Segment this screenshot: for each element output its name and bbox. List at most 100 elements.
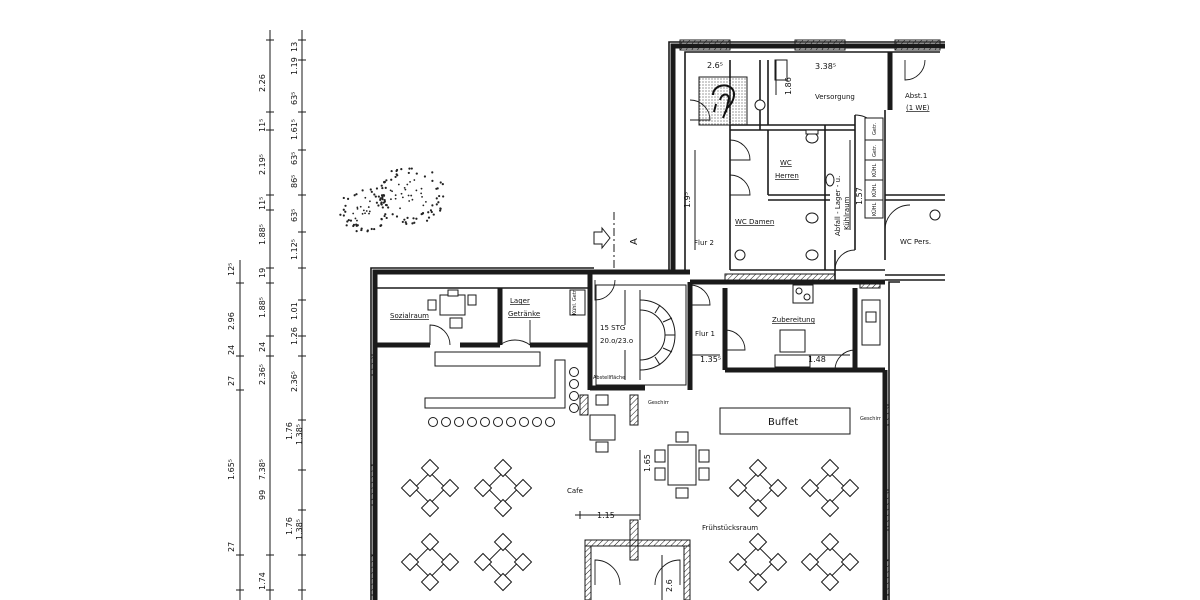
bar-stool [532,417,542,427]
center-tables [589,394,710,499]
label-geschirr-2: Geschirr [860,416,882,422]
bar-stool [493,417,503,427]
bar-stool [428,417,438,427]
cafe-tables [400,458,533,592]
dim-col2-10: 7.38⁵ [258,459,267,480]
bar-stool [545,417,555,427]
label-abstellfl: Abstellfläche [593,375,625,381]
dim-col3-6: 86⁵ [290,175,299,188]
dim-col2-6: 19 [258,268,267,278]
table-set [728,458,788,518]
dim-2-6: 2.6 [665,579,674,592]
bar-stool [569,391,579,401]
dim-col3-17: 1.38⁵ [295,519,304,540]
label-lager: Lager [510,297,530,305]
label-abst2: (1 WE) [906,104,930,112]
table-set [400,532,460,592]
label-flur2: Flur 2 [694,239,714,247]
table-set [728,532,788,592]
dim-1-95: 1.9⁵ [683,192,692,208]
table-set [400,458,460,518]
svg-text:KÜHL: KÜHL [871,183,878,197]
label-cafe: Cafe [567,487,583,495]
bar-stool [441,417,451,427]
table-set [800,532,860,592]
dim-col3-15: 1.38⁵ [295,424,304,445]
bar-stool [454,417,464,427]
svg-text:KÜHL: KÜHL [871,163,878,177]
dim-1-65: 1.65 [643,454,652,472]
dimension-columns: 12⁵ 2.96 24 27 1.65⁵ 27 1.19 2.26 11⁵ 2.… [227,30,306,600]
svg-text:KÜHL: KÜHL [871,202,878,216]
dim-col2-2: 11⁵ [258,119,267,132]
label-fruehstueck: Frühstücksraum [702,524,758,532]
label-versorgung: Versorgung [815,93,855,101]
dim-col2-11: 99 [258,490,267,500]
label-kuehl-2: Kühlraum [843,196,851,230]
entrance-dim [575,60,851,600]
label-stairs-1: 15 STG [600,324,625,332]
dim-col3-14: 1.76 [285,422,294,440]
breakfast-tables [728,458,860,592]
dim-col1-0: 12⁵ [227,263,236,276]
dimension-labels: 2.6⁵ 3.38⁵ 1.86 1.35⁵ 1.48 1.57 1.15 1.6… [597,61,864,592]
label-wc-damen: WC Damen [735,218,774,226]
bar-stool [569,367,579,377]
label-wc-herren-1: WC [780,159,792,167]
wc-fixtures [734,59,941,261]
dim-top-0: 2.6⁵ [707,61,723,70]
label-buffet: Buffet [768,417,798,428]
dim-col2-8: 24 [258,342,267,352]
table-set [473,532,533,592]
storage-shelves: Getr. Getr. KÜHL KÜHL KÜHL [864,117,884,219]
dim-1-35: 1.35⁵ [700,355,721,364]
kitchen-furniture [774,284,881,368]
dim-col3-2: 63⁵ [290,92,299,105]
table-set [800,458,860,518]
dim-col3-4: 1.61⁵ [290,119,299,140]
label-kuehl-small: Kühl. Getr. [572,289,578,315]
label-geschirr-1: Geschirr [648,400,670,406]
svg-text:Getr.: Getr. [872,144,878,157]
dim-col3-11: 1.01 [290,302,299,320]
section-arrow-icon [593,212,615,272]
label-sozialraum: Sozialraum [390,312,429,320]
dim-col3-16: 1.76 [285,517,294,535]
bar-stool [519,417,529,427]
dim-top-1: 3.38⁵ [815,62,836,71]
dim-col3-9: 1.12⁵ [290,239,299,260]
dimension-ticks [236,39,306,591]
dim-col2-0: 1.19 [290,57,299,75]
walls [370,39,945,600]
tree-icon [339,167,445,233]
dim-col1-1: 2.96 [227,312,236,330]
dim-1-86: 1.86 [784,77,793,95]
label-zubereitung: Zubereitung [772,316,815,324]
dim-col3-12: 1.26 [290,327,299,345]
buffet-counter [719,407,851,435]
toilet-icon [698,76,748,126]
dim-col2-9: 2.36⁵ [258,364,267,385]
dim-col3-5: 63⁵ [290,152,299,165]
dim-col1-5: 27 [227,542,236,552]
label-wc-herren-2: Herren [775,172,799,180]
bar-stool [569,403,579,413]
bar-stool [506,417,516,427]
dim-col1-2: 24 [227,345,236,355]
dim-col3-13: 2.36⁵ [290,371,299,392]
dim-col2-3: 2.19⁵ [258,154,267,175]
dim-col2-1: 2.26 [258,74,267,92]
dim-col3-0: 13 [290,42,299,52]
dim-col2-4: 11⁵ [258,197,267,210]
dim-col2-5: 1.88⁵ [258,224,267,245]
bar-counter [424,351,579,427]
label-stairs-2: 20.o/23.o [600,337,633,345]
sozialraum-furniture [427,289,586,329]
label-flur1: Flur 1 [695,330,715,338]
label-section: A [629,238,640,245]
dim-1-57: 1.57 [855,187,864,205]
room-labels: Sozialraum Lager Getränke Kühl. Getr. 15… [390,92,931,532]
dim-col2-7: 1.88⁵ [258,297,267,318]
staircase [595,284,687,386]
